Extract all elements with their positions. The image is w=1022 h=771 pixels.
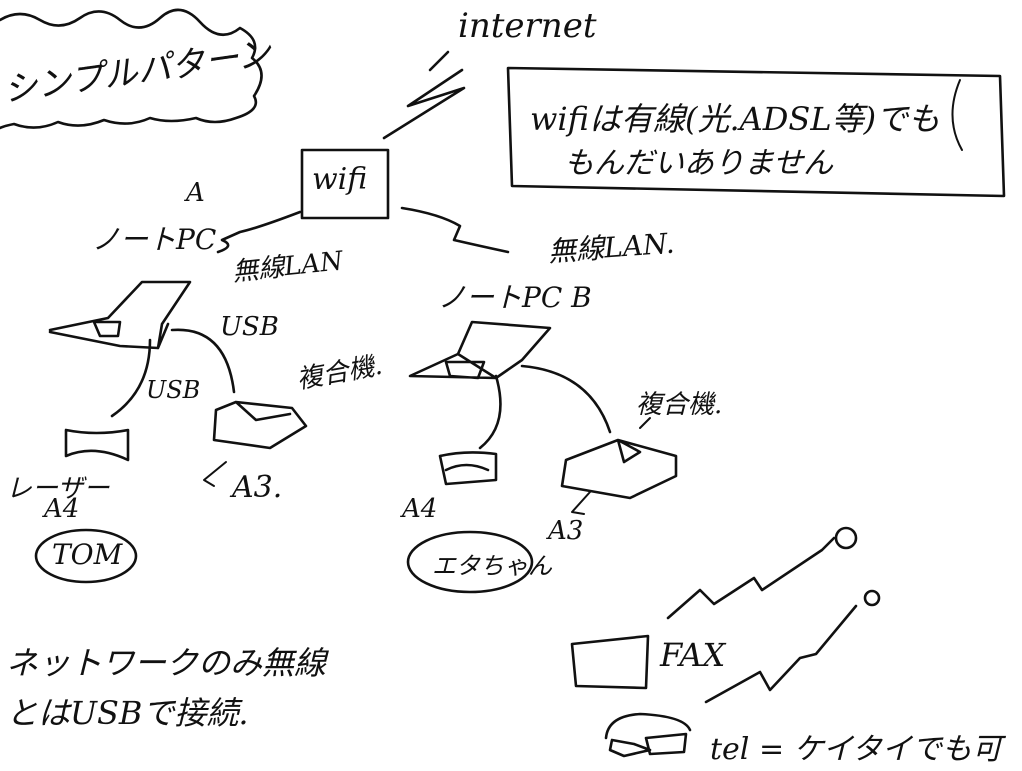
laser-label: レーザー bbox=[6, 474, 110, 504]
wifi-label: wifi bbox=[312, 162, 368, 197]
fax-label: FAX bbox=[660, 636, 726, 674]
owner-circle-right bbox=[406, 530, 534, 594]
printer-a4-right bbox=[438, 451, 498, 486]
laptop-a bbox=[48, 280, 192, 350]
pc-a-letter: A bbox=[186, 178, 205, 208]
owner-label-right: エタちゃん bbox=[432, 552, 552, 580]
tel-label: tel = ケイタイでも可 bbox=[710, 732, 1002, 767]
note-line-2: もんだいありません bbox=[564, 146, 834, 181]
laptop-b bbox=[408, 320, 552, 380]
note-box bbox=[506, 66, 1006, 198]
a3-left-label: A3. bbox=[232, 470, 283, 505]
tel-phone bbox=[604, 712, 692, 758]
wireless-link-right bbox=[400, 206, 510, 254]
note-line-1: wifiは有線(光.ADSL等)でも bbox=[530, 100, 941, 138]
printer-a4-left bbox=[64, 428, 130, 462]
a4-right-label: A4 bbox=[402, 494, 438, 524]
pc-b-label: ノートPC B bbox=[438, 281, 592, 314]
bottom-note-line-1: ネットワークのみ無線 bbox=[6, 644, 327, 682]
usb-label-2: USB bbox=[146, 376, 201, 404]
pc-a-label: ノートPC bbox=[92, 223, 217, 256]
fax-box bbox=[570, 634, 650, 690]
printer-a3-left bbox=[212, 400, 308, 450]
owner-circle-left bbox=[34, 528, 138, 584]
a3-right-label: A3 bbox=[548, 516, 584, 546]
printer-a3-right bbox=[560, 438, 678, 500]
owner-label-left: TOM bbox=[52, 538, 123, 571]
internet-label: internet bbox=[458, 6, 597, 46]
usb-label-1: USB bbox=[220, 312, 279, 342]
internet-lightning bbox=[382, 68, 466, 140]
a4-left-label: A4 bbox=[44, 494, 80, 524]
bottom-note-line-2: とはUSBで接続. bbox=[6, 694, 249, 732]
title-wavy-border bbox=[0, 8, 263, 130]
scanner-label-right: 複合機. bbox=[636, 390, 723, 420]
wifi-box bbox=[300, 148, 390, 220]
wireless-link-left bbox=[216, 210, 302, 254]
